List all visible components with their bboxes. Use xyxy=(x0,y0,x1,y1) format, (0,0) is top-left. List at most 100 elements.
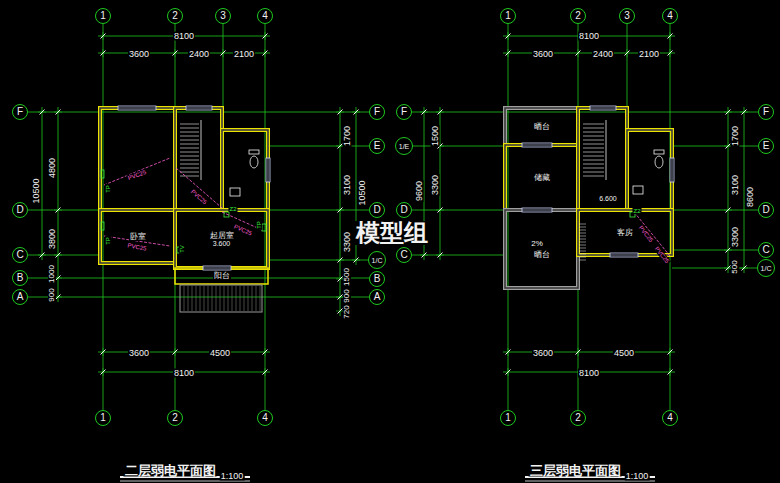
wall-core xyxy=(505,210,578,288)
stair-tread xyxy=(583,152,604,153)
outlet-code: Z2 xyxy=(228,206,237,212)
window-glass xyxy=(268,158,269,182)
dimension-tick xyxy=(338,208,343,213)
canopy-hatch xyxy=(232,286,233,311)
dimension-line xyxy=(98,352,270,353)
dimension-tick xyxy=(40,110,45,115)
axis-bubble: C xyxy=(758,242,774,258)
axis-label: C xyxy=(761,245,770,255)
axis-bubble: 1 xyxy=(95,410,111,426)
window-symbol xyxy=(610,253,638,257)
axis-bubble: F xyxy=(758,104,774,120)
axis-bubble: 4 xyxy=(257,8,273,24)
axis-line xyxy=(412,112,758,113)
canopy-hatch xyxy=(188,286,189,311)
dimension-line xyxy=(340,107,341,316)
axis-label: F xyxy=(762,107,770,117)
windows xyxy=(118,106,674,270)
wall-core xyxy=(175,108,222,210)
axis-bubble: B xyxy=(369,271,385,287)
dimension-text: 2100 xyxy=(233,50,255,59)
stair-tread xyxy=(180,160,199,161)
step-line xyxy=(579,257,586,258)
stair-tread xyxy=(583,156,604,157)
axis-bubble: A xyxy=(369,289,385,305)
cable-leader xyxy=(176,168,222,208)
outlet-code: TP xyxy=(256,220,262,230)
fixtures xyxy=(101,120,664,260)
axis-line xyxy=(28,112,369,113)
room-name: 起居室 xyxy=(209,232,235,240)
axis-bubble: D xyxy=(12,202,28,218)
dimension-tick xyxy=(576,350,581,355)
dimension-tick xyxy=(726,266,731,271)
stair-tread xyxy=(583,140,604,141)
scale-note: 1:100 xyxy=(220,472,245,481)
dimension-tick xyxy=(422,110,427,115)
axis-label: 2 xyxy=(171,11,179,21)
axis-line xyxy=(28,255,100,256)
dimension-tick xyxy=(263,350,268,355)
dimension-line xyxy=(503,352,675,353)
wall-core xyxy=(100,108,175,210)
dimension-text: 8100 xyxy=(173,369,195,378)
dimension-text: 3600 xyxy=(128,349,150,358)
axis-bubble: C xyxy=(12,247,28,263)
dimension-tick xyxy=(101,34,106,39)
dimension-line xyxy=(440,107,441,260)
dimension-tick xyxy=(263,51,268,56)
stair-tread xyxy=(180,144,199,145)
dimension-tick xyxy=(668,350,673,355)
axis-label: 1 xyxy=(504,413,512,423)
cable-leader xyxy=(634,212,670,256)
axis-line xyxy=(223,24,224,108)
dimension-text: 900 xyxy=(343,288,351,303)
cable-leader xyxy=(104,158,170,185)
stair-tread xyxy=(180,128,199,129)
outlet-code: TV xyxy=(179,244,185,254)
stair-rail xyxy=(606,120,607,180)
axis-grid xyxy=(28,24,758,410)
elevation-mark: 3.600 xyxy=(212,240,232,247)
step-line xyxy=(579,233,586,234)
outlet-symbol xyxy=(262,224,266,231)
dimension-tick xyxy=(173,51,178,56)
axis-bubble: 2 xyxy=(167,410,183,426)
canopy-hatch xyxy=(220,286,221,311)
dimension-tick xyxy=(101,350,106,355)
dimension-tick xyxy=(668,370,673,375)
cable-leaders xyxy=(104,158,670,256)
axis-bubble: E xyxy=(369,138,385,154)
wall-core xyxy=(100,210,175,263)
axis-label: 2 xyxy=(574,413,582,423)
axis-line xyxy=(672,268,758,269)
room-area: 储藏 xyxy=(507,147,576,208)
stair-tread xyxy=(583,132,604,133)
outlet-code: Z2 xyxy=(632,208,641,214)
dimension-line xyxy=(42,107,43,260)
step-line xyxy=(579,227,586,228)
dimension-text: 3100 xyxy=(731,174,740,196)
toilet-symbol xyxy=(655,156,663,168)
window-symbol xyxy=(522,208,552,212)
axis-line xyxy=(627,24,628,108)
dimension-tick xyxy=(56,110,61,115)
step-line xyxy=(579,224,586,225)
dimension-tick xyxy=(506,370,511,375)
dimension-text: 4500 xyxy=(209,349,231,358)
axis-label: 2 xyxy=(574,11,582,21)
wall-core xyxy=(222,130,268,210)
axis-bubble: 1 xyxy=(500,410,516,426)
axis-bubble: 2 xyxy=(570,410,586,426)
axis-bubble: 2 xyxy=(570,8,586,24)
axis-label: 4 xyxy=(666,11,674,21)
stair-tread xyxy=(180,132,199,133)
wall-outer xyxy=(175,108,222,210)
dimension-text: 8100 xyxy=(173,32,195,41)
canopy-hatch xyxy=(224,286,225,311)
dimension-tick xyxy=(422,253,427,258)
dimension-text: 8600 xyxy=(746,186,755,208)
dimension-tick xyxy=(726,208,731,213)
dimension-text: 4500 xyxy=(613,349,635,358)
axis-label: 1 xyxy=(504,11,512,21)
